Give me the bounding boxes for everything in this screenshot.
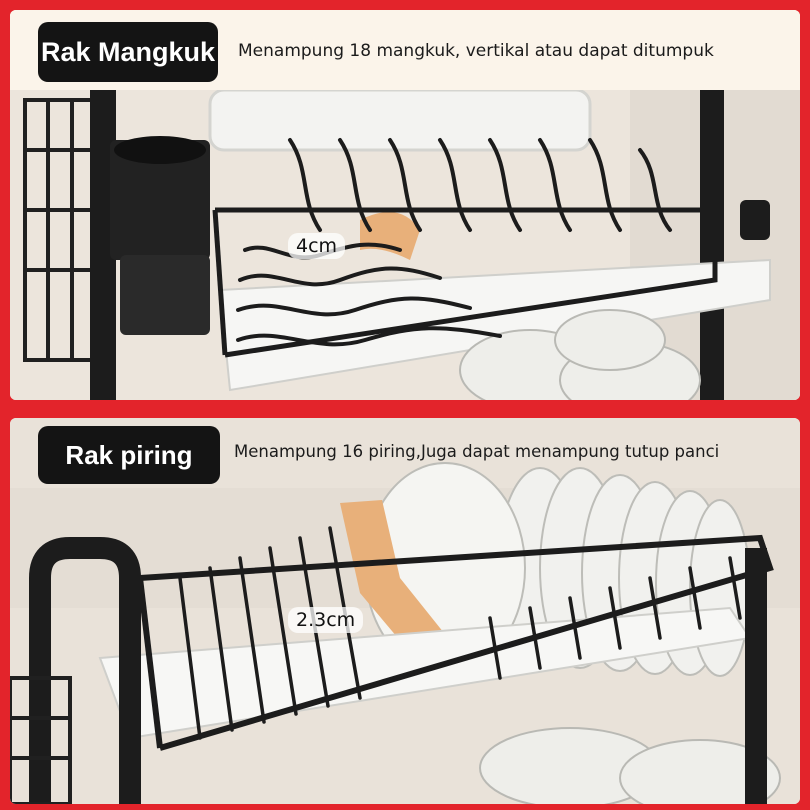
section-description: Menampung 16 piring,Juga dapat menampung… — [234, 442, 720, 461]
spacing-measurement-label: 2.3cm — [288, 607, 364, 633]
section-description: Menampung 18 mangkuk, vertikal atau dapa… — [238, 41, 714, 61]
bowl-rack-panel: Rak Mangkuk Menampung 18 mangkuk, vertik… — [10, 10, 800, 400]
plate-rack-panel: Rak piring Menampung 16 piring,Juga dapa… — [10, 418, 800, 804]
spacing-measurement-label: 4cm — [288, 233, 346, 259]
section-title-badge: Rak piring — [38, 426, 220, 484]
section-title-badge: Rak Mangkuk — [38, 22, 218, 82]
